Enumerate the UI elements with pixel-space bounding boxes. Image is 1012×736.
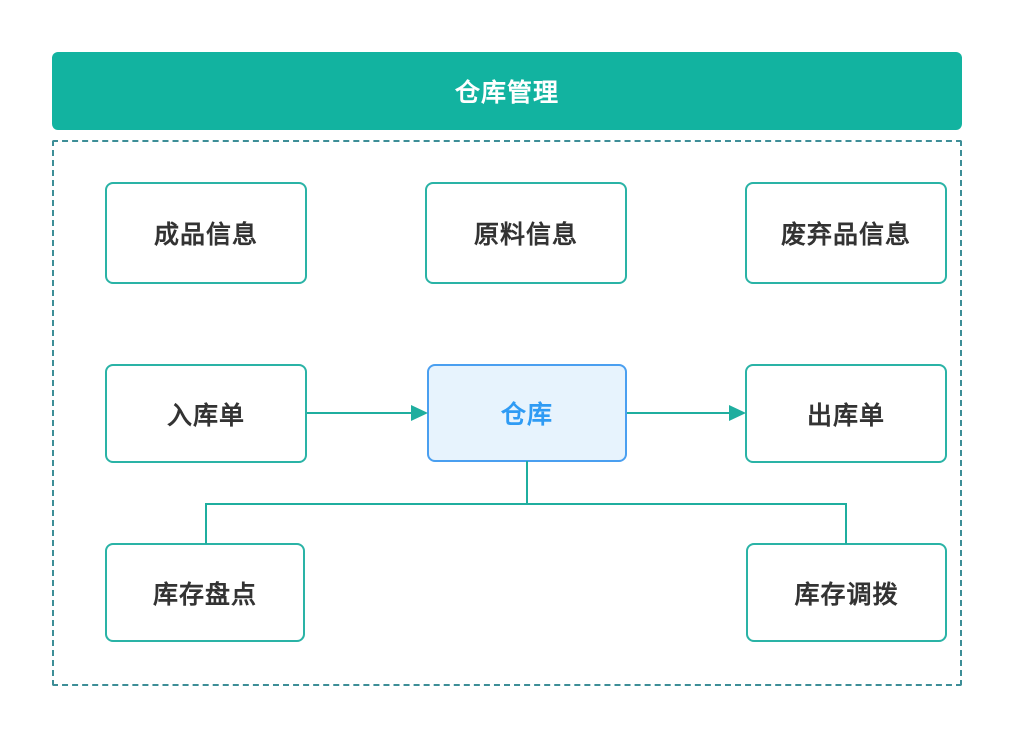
node-label: 入库单 <box>166 401 245 430</box>
connector-warehouse-stem <box>526 461 528 504</box>
arrow-inbound-to-warehouse-head <box>411 405 428 421</box>
connector-branch-horizontal <box>205 503 847 505</box>
node-inbound-order: 入库单 <box>105 364 307 463</box>
diagram-title-bar: 仓库管理 <box>52 52 962 130</box>
arrow-warehouse-to-outbound-line <box>627 412 731 414</box>
node-raw-material-info: 原料信息 <box>425 182 627 284</box>
arrow-warehouse-to-outbound-head <box>729 405 746 421</box>
connector-drop-to-inventory-count <box>205 503 207 544</box>
arrow-inbound-to-warehouse-line <box>307 412 413 414</box>
node-inventory-count: 库存盘点 <box>105 543 305 642</box>
node-outbound-order: 出库单 <box>745 364 947 463</box>
node-finished-product-info: 成品信息 <box>105 182 307 284</box>
node-label: 库存调拨 <box>794 580 899 609</box>
node-label: 出库单 <box>806 401 885 430</box>
node-waste-product-info: 废弃品信息 <box>745 182 947 284</box>
dashed-frame <box>52 140 962 686</box>
node-inventory-transfer: 库存调拨 <box>746 543 947 642</box>
page-title: 仓库管理 <box>454 79 559 107</box>
node-label: 仓库 <box>500 401 553 429</box>
connector-drop-to-inventory-transfer <box>845 503 847 544</box>
node-label: 废弃品信息 <box>780 221 911 249</box>
node-label: 库存盘点 <box>152 580 257 609</box>
node-warehouse: 仓库 <box>427 364 627 462</box>
node-label: 原料信息 <box>473 221 578 249</box>
node-label: 成品信息 <box>153 221 258 249</box>
